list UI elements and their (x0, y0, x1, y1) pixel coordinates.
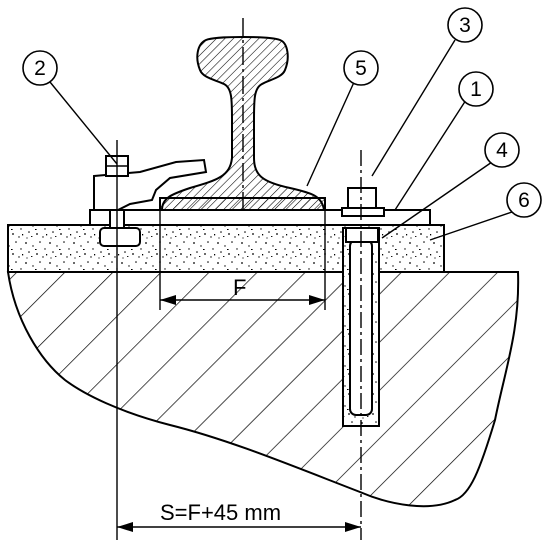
callout-6-number: 6 (518, 189, 530, 212)
callout-1-number: 1 (470, 78, 482, 101)
rail-profile (160, 36, 326, 211)
leader-1 (394, 99, 467, 211)
callout-4: 4 (484, 132, 520, 168)
foundation-section (6, 271, 520, 508)
s-arrow-right (345, 522, 361, 532)
leader-2 (49, 81, 118, 165)
callout-2: 2 (22, 50, 58, 86)
callout-6: 6 (506, 182, 542, 218)
f-dimension-label: F (233, 275, 246, 300)
callout-1: 1 (458, 71, 494, 107)
f-arrow-left (160, 295, 176, 305)
s-arrow-left (117, 522, 133, 532)
left-nut-bottom (99, 227, 141, 247)
leader-5 (306, 79, 356, 187)
anchor-washer (341, 207, 385, 217)
s-dimension-label: S=F+45 mm (160, 500, 281, 525)
anchor-nut-lower (345, 227, 379, 243)
anchor-nut-top (347, 187, 377, 209)
callout-4-number: 4 (496, 139, 508, 162)
callout-5-number: 5 (355, 57, 367, 80)
callout-5: 5 (343, 50, 379, 86)
callout-2-number: 2 (34, 57, 46, 80)
leader-3 (371, 39, 456, 177)
f-arrow-right (309, 295, 325, 305)
leader-6 (429, 211, 513, 241)
leader-4 (381, 161, 493, 239)
callout-3-number: 3 (459, 14, 471, 37)
callout-3: 3 (447, 7, 483, 43)
